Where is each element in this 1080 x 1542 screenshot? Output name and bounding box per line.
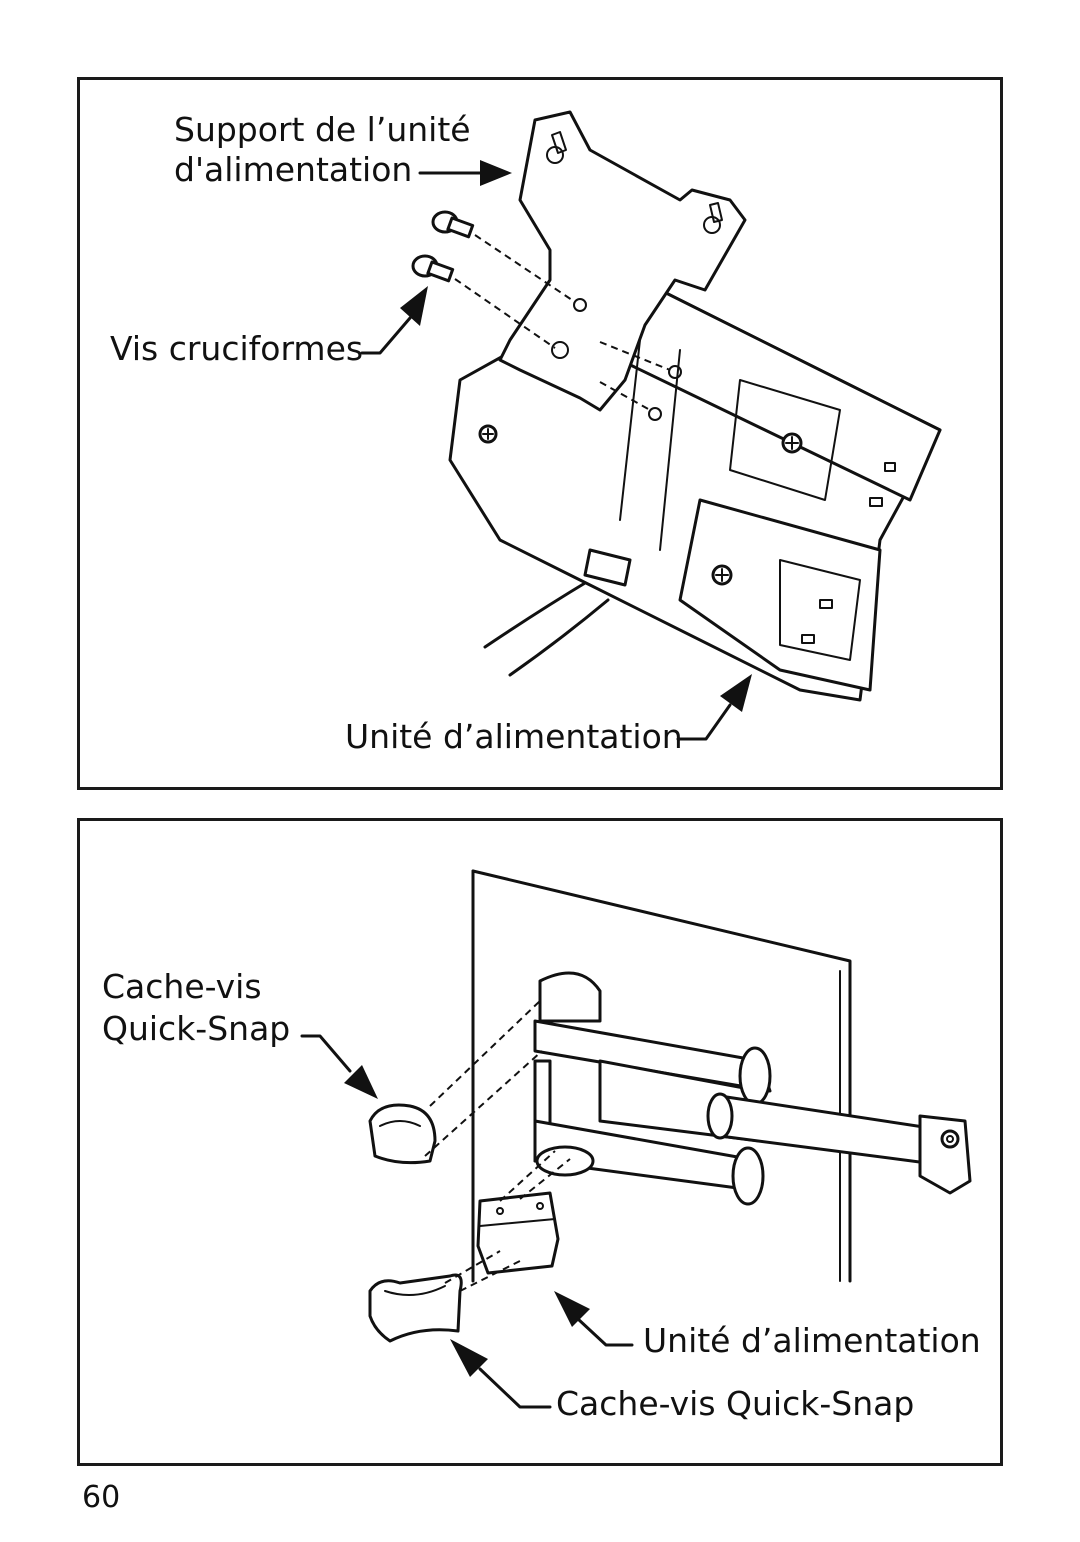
- quick-snap-cover-bottom: [368, 1273, 463, 1343]
- alignment-lines-2: [424, 998, 571, 1292]
- power-unit-bracket-illustration: [360, 110, 942, 741]
- power-unit-label-2: Unité d’alimentation: [643, 1321, 981, 1360]
- illustration-panel-power-unit-bracket: Support de l’unité d'alimentation Vis cr…: [77, 77, 1003, 790]
- cover-arrow-bottom: [450, 1339, 552, 1409]
- alignment-lines: [454, 234, 671, 411]
- wall-mount-illustration: [300, 869, 972, 1409]
- articulating-arm: [533, 971, 972, 1206]
- bracket-arrow: [418, 160, 512, 186]
- bracket-label-line2: d'alimentation: [174, 150, 413, 189]
- page-number: 60: [82, 1480, 121, 1515]
- power-unit-label: Unité d’alimentation: [345, 717, 683, 756]
- power-unit-arrow-2: [554, 1291, 634, 1347]
- illustration-panel-quick-snap-cover: Cache-vis Quick-Snap Unité d’alimentatio…: [77, 818, 1003, 1466]
- cover-label-line1: Cache-vis: [102, 967, 262, 1006]
- screws-arrow: [360, 286, 428, 355]
- power-unit-bracket: [498, 110, 747, 412]
- bracket-label-line1: Support de l’unité: [174, 110, 471, 149]
- screws-label: Vis cruciformes: [110, 329, 364, 368]
- cover-label-line2: Quick-Snap: [102, 1009, 291, 1048]
- cover-label-bottom: Cache-vis Quick-Snap: [556, 1384, 915, 1423]
- power-unit-arrow: [676, 674, 752, 741]
- power-cable: [483, 578, 610, 677]
- cover-arrow-top: [300, 1034, 378, 1099]
- quick-snap-cover-top: [368, 1103, 437, 1165]
- phillips-screws: [411, 210, 475, 283]
